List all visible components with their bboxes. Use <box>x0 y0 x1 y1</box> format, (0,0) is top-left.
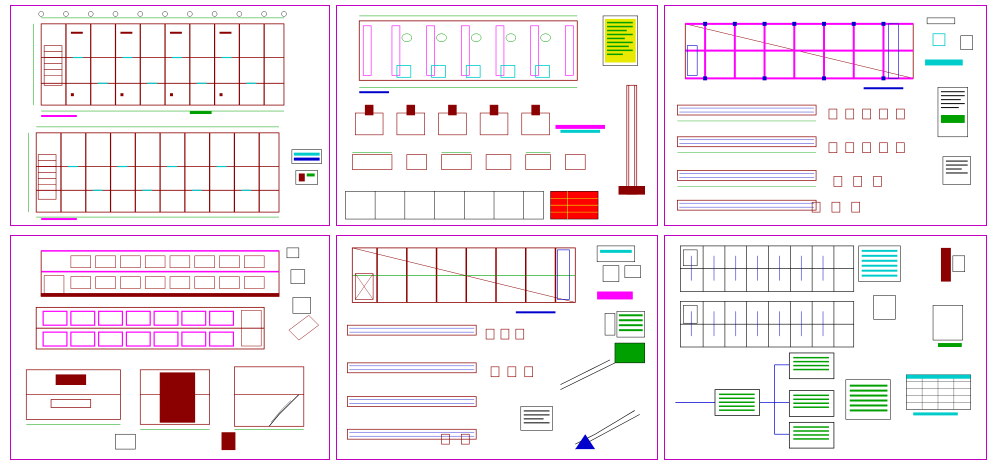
foundation-grade-beams <box>359 15 578 88</box>
roof-framing-drawing <box>346 245 645 450</box>
roof-beam-sections <box>441 328 533 445</box>
cross-section-c <box>234 366 305 427</box>
electrical-details <box>873 247 965 341</box>
foundation-column-pads <box>396 65 550 78</box>
single-line-panel-lines <box>718 356 829 440</box>
foundation-drawing <box>345 15 645 220</box>
framing-side-details <box>925 17 973 66</box>
electrical-plan-upper <box>680 245 855 292</box>
foundation-pad-symbols <box>401 33 551 42</box>
sheet-roof-framing[interactable] <box>336 235 658 460</box>
rear-elevation-panels <box>42 310 235 347</box>
upper-plan-furniture <box>70 31 232 97</box>
foundation-footings <box>362 25 574 76</box>
foundation-notes <box>602 15 638 66</box>
lower-plan-title <box>41 218 77 221</box>
sheet-elevations[interactable] <box>10 235 330 460</box>
stair-notes <box>520 406 553 431</box>
foundation-plan <box>358 20 578 81</box>
lower-plan-doors <box>67 165 252 191</box>
cross-section-b <box>139 369 210 425</box>
lower-floor-plan <box>35 132 280 213</box>
footing-details-row2 <box>352 154 586 170</box>
beam-framing-drawing <box>677 17 973 213</box>
front-elevation-windows <box>70 255 265 289</box>
stair-detail-lower <box>575 410 640 450</box>
load-schedule-box <box>845 379 891 420</box>
electrical-upper-circuits <box>690 255 824 281</box>
sheet1-legend <box>291 149 322 185</box>
upper-plan-stair <box>43 45 63 86</box>
upper-plan-dimensions <box>33 17 284 112</box>
elevations-drawing <box>25 247 320 451</box>
detail-schedule <box>345 191 544 220</box>
sheet-beam-framing[interactable] <box>664 5 987 226</box>
column-elevation <box>618 84 645 195</box>
roof-beam-elevations <box>346 324 477 440</box>
upper-plan-title <box>41 115 77 117</box>
sheet-electrical[interactable] <box>664 235 987 460</box>
sheet-floor-plans[interactable] <box>10 5 330 226</box>
roof-framing-plan <box>351 247 576 303</box>
load-schedule-table <box>906 374 971 416</box>
rear-elevation <box>35 306 265 350</box>
stair-detail-upper <box>560 359 616 390</box>
upper-plan-axis-bubbles <box>38 11 287 17</box>
electrical-drawing <box>675 245 971 449</box>
framing-plan <box>684 22 914 80</box>
footing-details-row1 <box>354 104 550 136</box>
sheet-foundation[interactable] <box>336 5 658 226</box>
framing-notes <box>937 87 971 185</box>
framing-column-marks <box>703 21 886 81</box>
electrical-lower-circuits <box>690 311 824 337</box>
lower-plan-stair <box>37 154 57 200</box>
lower-plan-dimensions <box>28 126 280 218</box>
electrical-plan-lower <box>680 301 855 348</box>
rebar-schedule-table <box>550 191 599 220</box>
roof-side-details <box>596 245 641 336</box>
single-line-diagram <box>675 352 835 449</box>
section-foundations <box>115 432 236 451</box>
beam-sections <box>811 108 905 213</box>
upper-floor-plan <box>40 23 285 106</box>
roof-notes-table <box>614 311 645 364</box>
upper-plan-doors <box>72 56 257 84</box>
electrical-legend <box>858 245 901 282</box>
cross-section-a <box>25 369 121 420</box>
front-elevation <box>40 250 280 297</box>
beam-elevations <box>677 104 817 211</box>
floor-plans-drawing <box>28 11 322 221</box>
elevation-side-details <box>286 247 320 341</box>
